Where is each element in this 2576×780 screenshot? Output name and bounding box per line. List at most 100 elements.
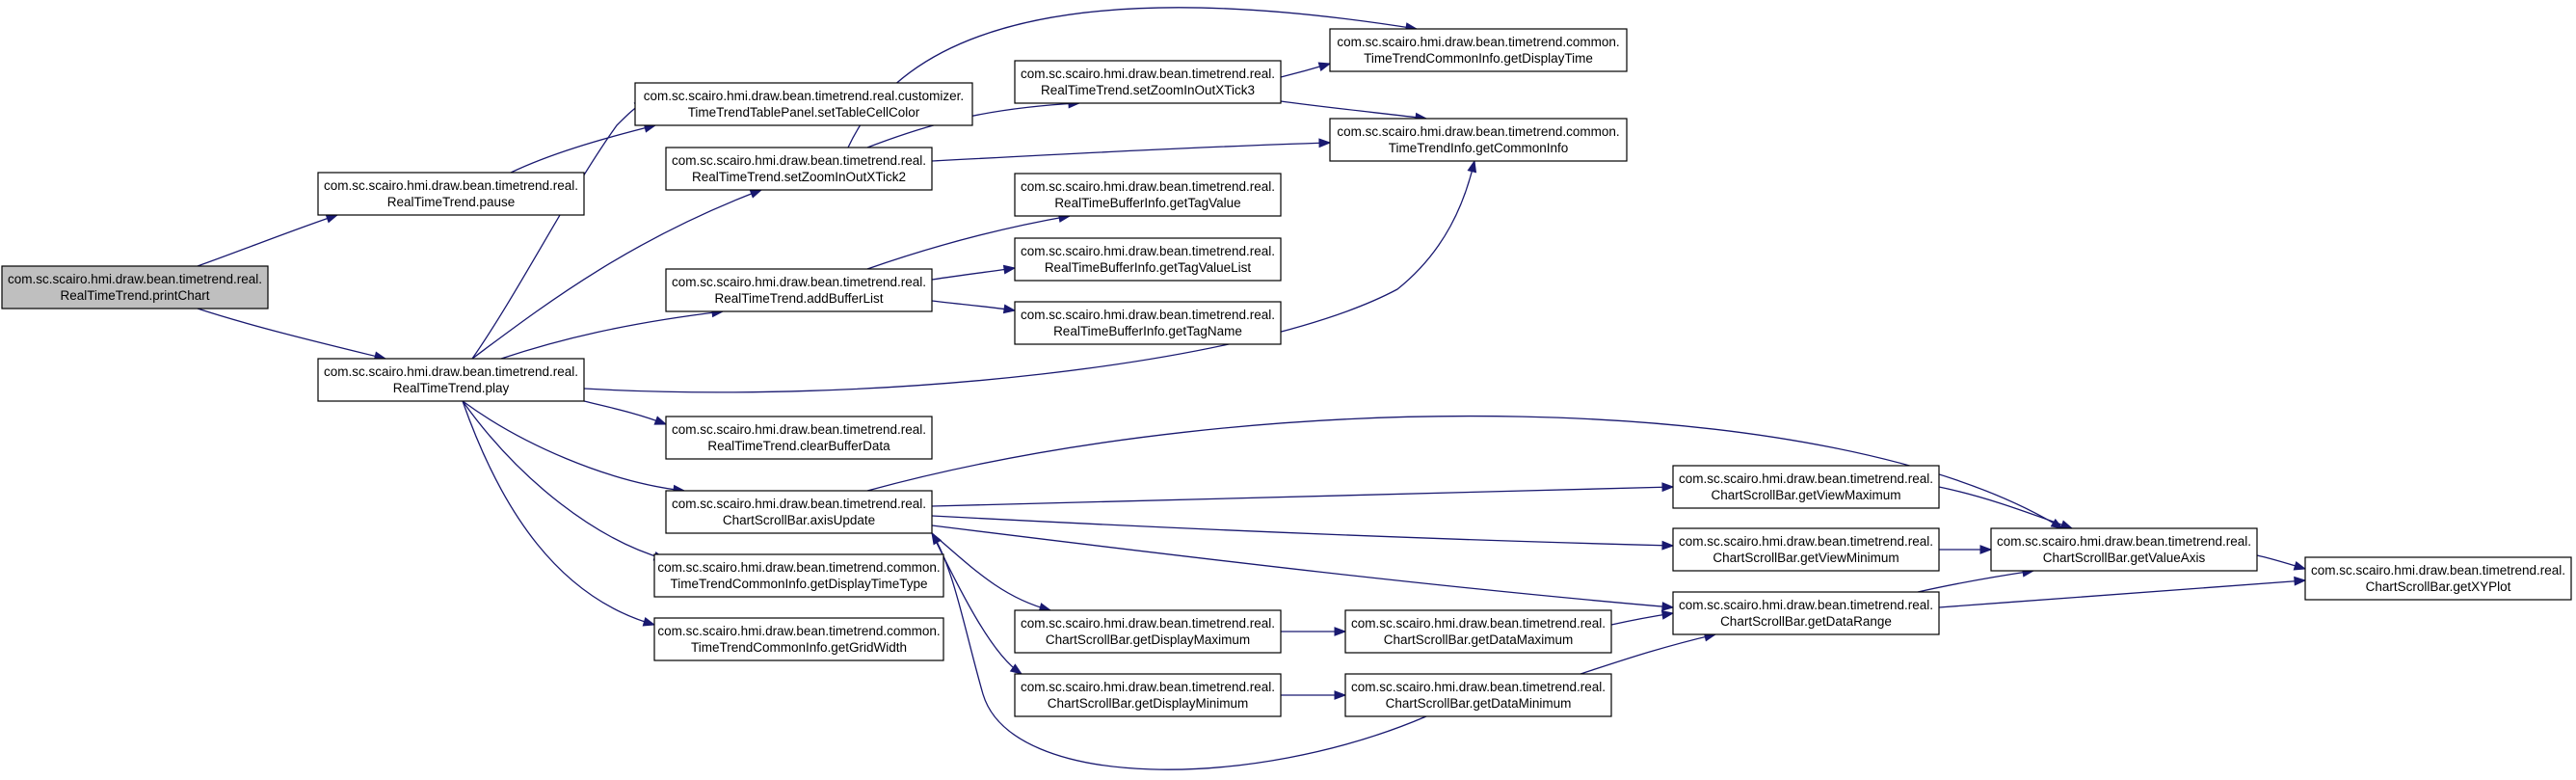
node-getTagValueList[interactable]: com.sc.scairo.hmi.draw.bean.timetrend.re… [1014,237,1282,282]
node-method-label: ChartScrollBar.getViewMinimum [1713,551,1899,565]
node-method-label: RealTimeTrend.pause [387,195,516,209]
node-method-label: RealTimeTrend.addBufferList [714,291,883,306]
node-method-label: ChartScrollBar.axisUpdate [723,513,875,527]
arrowhead [1318,138,1332,148]
node-getCommonInfo[interactable]: com.sc.scairo.hmi.draw.bean.timetrend.co… [1329,118,1628,162]
node-method-label: RealTimeTrend.setZoomInOutXTick2 [692,170,906,184]
node-package-label: com.sc.scairo.hmi.draw.bean.timetrend.re… [1679,534,1933,549]
node-method-label: TimeTrendTablePanel.setTableCellColor [688,105,920,120]
arrowhead [1661,540,1675,551]
node-box [634,82,973,126]
arrowhead [1334,690,1347,700]
node-package-label: com.sc.scairo.hmi.draw.bean.timetrend.co… [1337,35,1619,49]
arrowhead [1661,602,1675,611]
edge-play-to-getGridWidth [462,400,656,627]
arrowhead [2294,576,2307,586]
node-box [1672,591,1940,635]
node-box [665,268,933,312]
node-box [2304,556,2572,601]
node-box [317,172,585,216]
node-package-label: com.sc.scairo.hmi.draw.bean.timetrend.re… [672,422,926,437]
node-package-label: com.sc.scairo.hmi.draw.bean.timetrend.re… [1021,244,1275,258]
node-addBufferList[interactable]: com.sc.scairo.hmi.draw.bean.timetrend.re… [665,268,933,312]
edge-setZoomInOutXTick3-to-getDisplayTime [1280,62,1332,78]
edge-printChart-to-pause [197,214,339,267]
node-method-label: ChartScrollBar.getValueAxis [2043,551,2206,565]
node-printChart[interactable]: com.sc.scairo.hmi.draw.bean.timetrend.re… [1,265,269,309]
node-getDisplayTimeType[interactable]: com.sc.scairo.hmi.draw.bean.timetrend.co… [653,553,944,598]
arrowhead [1467,159,1477,174]
node-package-label: com.sc.scairo.hmi.draw.bean.timetrend.re… [2311,563,2565,578]
edge-axisUpdate-to-getDataRange [931,524,1675,611]
node-pause[interactable]: com.sc.scairo.hmi.draw.bean.timetrend.re… [317,172,585,216]
edge-addBufferList-to-getTagName [931,300,1017,314]
edge-getDataMinimum-to-axisUpdate [931,531,1427,770]
node-package-label: com.sc.scairo.hmi.draw.bean.timetrend.re… [1021,680,1275,694]
node-getDisplayMaximum[interactable]: com.sc.scairo.hmi.draw.bean.timetrend.re… [1014,609,1282,654]
node-getTagName[interactable]: com.sc.scairo.hmi.draw.bean.timetrend.re… [1014,301,1282,345]
node-package-label: com.sc.scairo.hmi.draw.bean.timetrend.re… [1679,471,1933,486]
node-method-label: ChartScrollBar.getDataMaximum [1384,632,1574,647]
node-package-label: com.sc.scairo.hmi.draw.bean.timetrend.re… [1021,67,1275,81]
node-method-label: TimeTrendInfo.getCommonInfo [1389,141,1569,155]
node-getViewMinimum[interactable]: com.sc.scairo.hmi.draw.bean.timetrend.re… [1672,527,1940,572]
node-package-label: com.sc.scairo.hmi.draw.bean.timetrend.re… [1997,534,2251,549]
node-box [1014,673,1282,717]
node-getDataMinimum[interactable]: com.sc.scairo.hmi.draw.bean.timetrend.re… [1344,673,1612,717]
node-box [317,358,585,402]
node-getGridWidth[interactable]: com.sc.scairo.hmi.draw.bean.timetrend.co… [653,617,944,661]
node-setTableCellColor[interactable]: com.sc.scairo.hmi.draw.bean.timetrend.re… [634,82,973,126]
node-method-label: ChartScrollBar.getDataMinimum [1386,696,1572,711]
edge-play-to-addBufferList [500,308,725,360]
node-method-label: RealTimeBufferInfo.getTagValueList [1045,260,1252,275]
node-package-label: com.sc.scairo.hmi.draw.bean.timetrend.re… [672,275,926,289]
node-package-label: com.sc.scairo.hmi.draw.bean.timetrend.co… [657,624,940,638]
node-getXYPlot[interactable]: com.sc.scairo.hmi.draw.bean.timetrend.re… [2304,556,2572,601]
arrowhead [1002,304,1017,314]
edge-play-to-clearBufferData [583,400,668,425]
node-getViewMaximum[interactable]: com.sc.scairo.hmi.draw.bean.timetrend.re… [1672,465,1940,509]
edge-axisUpdate-to-getViewMaximum [931,482,1675,507]
node-method-label: RealTimeTrend.setZoomInOutXTick3 [1041,83,1255,97]
edge-getDataRange-to-getValueAxis [1917,567,2035,593]
node-play[interactable]: com.sc.scairo.hmi.draw.bean.timetrend.re… [317,358,585,402]
node-setZoomInOutXTick3[interactable]: com.sc.scairo.hmi.draw.bean.timetrend.re… [1014,60,1282,104]
node-box [1014,60,1282,104]
node-box [1329,118,1628,162]
edge-setZoomInOutXTick2-to-getCommonInfo [931,138,1332,162]
edge-getDataMaximum-to-getDataRange [1610,609,1675,626]
node-box [1014,173,1282,217]
node-axisUpdate[interactable]: com.sc.scairo.hmi.draw.bean.timetrend.re… [665,490,933,534]
node-method-label: RealTimeTrend.clearBufferData [707,439,890,453]
node-method-label: ChartScrollBar.getDataRange [1720,614,1892,629]
arrowhead [1009,663,1023,675]
node-getDataMaximum[interactable]: com.sc.scairo.hmi.draw.bean.timetrend.re… [1344,609,1612,654]
arrowhead [1317,62,1332,72]
arrowhead [749,189,763,199]
node-package-label: com.sc.scairo.hmi.draw.bean.timetrend.re… [1021,179,1275,194]
node-box [1672,465,1940,509]
node-method-label: ChartScrollBar.getXYPlot [2366,579,2511,594]
node-box [653,553,944,598]
edge-getViewMaximum-to-getValueAxis [1938,486,2074,529]
node-method-label: ChartScrollBar.getViewMaximum [1711,488,1900,502]
node-clearBufferData[interactable]: com.sc.scairo.hmi.draw.bean.timetrend.re… [665,416,933,460]
node-setZoomInOutXTick2[interactable]: com.sc.scairo.hmi.draw.bean.timetrend.re… [665,147,933,191]
edge-printChart-to-play [197,308,387,362]
node-box [1344,609,1612,654]
node-method-label: RealTimeTrend.play [393,381,510,395]
node-getTagValue[interactable]: com.sc.scairo.hmi.draw.bean.timetrend.re… [1014,173,1282,217]
node-method-label: TimeTrendCommonInfo.getGridWidth [691,640,907,655]
node-package-label: com.sc.scairo.hmi.draw.bean.timetrend.re… [8,272,262,286]
node-package-label: com.sc.scairo.hmi.draw.bean.timetrend.re… [324,364,578,379]
node-getDataRange[interactable]: com.sc.scairo.hmi.draw.bean.timetrend.re… [1672,591,1940,635]
node-package-label: com.sc.scairo.hmi.draw.bean.timetrend.co… [657,560,940,575]
node-getValueAxis[interactable]: com.sc.scairo.hmi.draw.bean.timetrend.re… [1990,527,2258,572]
node-box [1,265,269,309]
edge-axisUpdate-to-getViewMinimum [931,515,1675,551]
node-package-label: com.sc.scairo.hmi.draw.bean.timetrend.re… [324,178,578,193]
node-box [1014,237,1282,282]
node-getDisplayTime[interactable]: com.sc.scairo.hmi.draw.bean.timetrend.co… [1329,28,1628,72]
node-getDisplayMinimum[interactable]: com.sc.scairo.hmi.draw.bean.timetrend.re… [1014,673,1282,717]
